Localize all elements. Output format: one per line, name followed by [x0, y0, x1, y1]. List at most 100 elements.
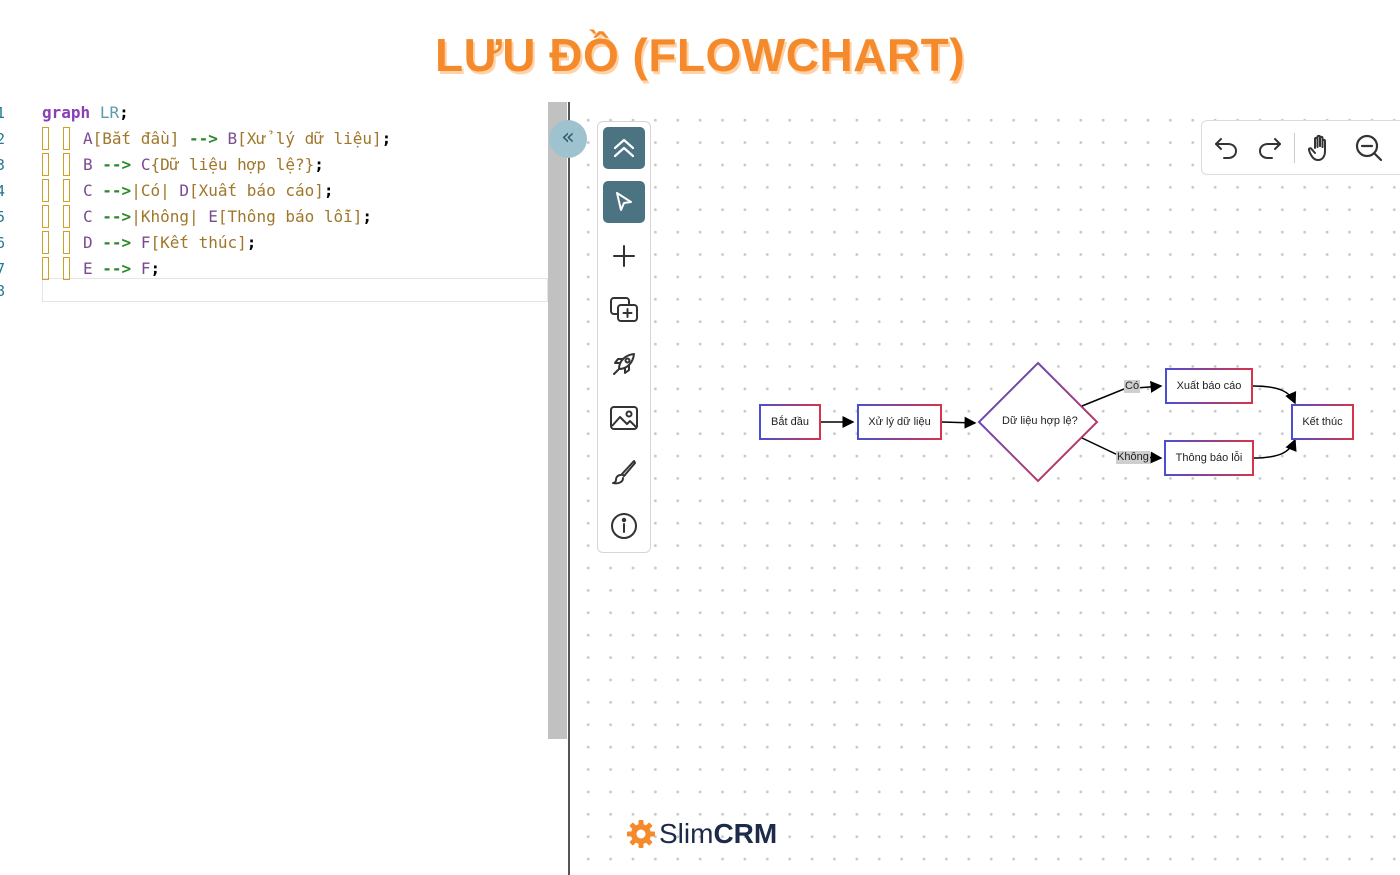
node-text: [Thông báo lỗi]	[217, 207, 363, 226]
semicolon: ;	[362, 207, 373, 226]
launch-button[interactable]	[603, 343, 645, 385]
arrow: -->	[102, 207, 132, 226]
node-text: [Kết thúc]	[150, 233, 247, 252]
add-node-button[interactable]	[603, 235, 645, 277]
arrow: -->	[102, 181, 132, 200]
indent-guide	[63, 257, 70, 280]
node-id: D	[83, 233, 93, 252]
edge-e-f	[1252, 438, 1297, 459]
edge-label: |Không|	[131, 207, 199, 226]
brush-icon	[612, 460, 636, 485]
arrow: -->	[102, 155, 132, 174]
code-line[interactable]: 2 A[Bắt đầu] --> B[Xử lý dữ liệu];	[0, 126, 548, 152]
vertical-toolbar	[597, 121, 651, 553]
line-number: 5	[0, 208, 6, 226]
semicolon: ;	[314, 155, 324, 174]
flow-node-report[interactable]: Xuất báo cáo	[1165, 368, 1253, 404]
select-tool-button[interactable]	[603, 181, 645, 223]
semicolon: ;	[150, 259, 161, 278]
line-number: 2	[0, 130, 6, 148]
code-line[interactable]: 7 E --> F;	[0, 256, 548, 282]
indent-guide	[42, 179, 49, 202]
pane-divider[interactable]	[568, 102, 570, 875]
pan-hand-button[interactable]	[1303, 130, 1339, 166]
node-text: [Xử lý dữ liệu]	[237, 129, 382, 148]
line-number: 7	[0, 260, 6, 278]
flow-node-error[interactable]: Thông báo lỗi	[1164, 440, 1254, 476]
diagram-canvas[interactable]	[570, 102, 1400, 875]
indent-guide	[63, 179, 70, 202]
insert-image-button[interactable]	[603, 397, 645, 439]
node-id: B	[227, 129, 238, 148]
zoom-out-icon	[1355, 134, 1383, 162]
arrow: -->	[102, 233, 132, 252]
node-id: F	[140, 259, 151, 278]
semicolon: ;	[246, 233, 257, 252]
edge-label-no: Không	[1116, 451, 1150, 464]
edge-d-f	[1252, 385, 1297, 405]
collapse-editor-button[interactable]: «	[549, 120, 587, 158]
node-text: [Bắt đầu]	[92, 129, 180, 148]
decision-node-shape[interactable]	[977, 361, 1099, 483]
indent-guide	[42, 205, 49, 228]
code-line[interactable]: 4 C -->|Có| D[Xuất báo cáo];	[0, 178, 548, 204]
zoom-out-button[interactable]	[1351, 130, 1387, 166]
edge-label: |Có|	[131, 181, 170, 200]
redo-button[interactable]	[1252, 130, 1288, 166]
logo-text-crm: CRM	[713, 818, 778, 849]
indent-guide	[42, 257, 49, 280]
redo-icon	[1259, 138, 1281, 159]
editor-scrollbar[interactable]	[548, 102, 567, 739]
add-frame-icon	[610, 297, 638, 322]
indent-guide	[42, 231, 49, 254]
indent-guide	[42, 153, 49, 176]
indent-guide	[63, 231, 70, 254]
code-line[interactable]: 8	[0, 278, 548, 304]
indent-guide	[63, 205, 70, 228]
node-id: E	[208, 207, 218, 226]
code-line[interactable]: 3 B --> C{Dữ liệu hợp lệ?};	[0, 152, 548, 178]
arrow: -->	[102, 259, 132, 278]
canvas-controls	[1201, 120, 1400, 175]
code-editor[interactable]: 1 graph LR; 2 A[Bắt đầu] --> B[Xử lý dữ …	[0, 100, 548, 310]
info-button[interactable]	[603, 505, 645, 547]
edge-label-yes: Có	[1124, 380, 1141, 393]
flow-node-start[interactable]: Bắt đầu	[759, 404, 821, 440]
indent-guide	[42, 127, 49, 150]
flow-node-process[interactable]: Xử lý dữ liệu	[857, 404, 942, 440]
info-icon	[611, 513, 637, 539]
node-id: E	[83, 259, 93, 278]
logo-text-slim: Slim	[659, 818, 714, 849]
node-id: A	[83, 129, 93, 148]
semicolon: ;	[119, 103, 129, 122]
code-line[interactable]: 6 D --> F[Kết thúc];	[0, 230, 548, 256]
line-number: 4	[0, 182, 6, 200]
node-text: [Xuất báo cáo]	[189, 181, 324, 200]
indent-guide	[63, 127, 70, 150]
node-id: D	[179, 181, 189, 200]
hand-icon	[1307, 134, 1326, 161]
select-pointer-icon	[616, 192, 632, 211]
undo-button[interactable]	[1208, 130, 1244, 166]
rocket-icon	[613, 353, 635, 375]
arrow: -->	[188, 129, 218, 148]
node-id: C	[140, 155, 151, 174]
collapse-toolbar-button[interactable]	[603, 127, 645, 169]
code-line[interactable]: 1 graph LR;	[0, 100, 548, 126]
code-line[interactable]: 5 C -->|Không| E[Thông báo lỗi];	[0, 204, 548, 230]
double-chevron-left-icon: «	[561, 125, 575, 150]
plus-icon	[613, 245, 635, 267]
keyword: graph	[42, 103, 91, 122]
line-number: 1	[0, 104, 6, 122]
node-text: {Dữ liệu hợp lệ?}	[150, 155, 315, 174]
indent-guide	[63, 153, 70, 176]
add-frame-button[interactable]	[603, 289, 645, 331]
edge-c-d	[1081, 380, 1163, 407]
node-id: C	[83, 207, 93, 226]
flow-node-decision-label: Dữ liệu hợp lệ?	[1002, 415, 1078, 427]
style-brush-button[interactable]	[603, 451, 645, 493]
collapse-up-icon	[613, 138, 635, 158]
flow-node-end[interactable]: Kết thúc	[1291, 404, 1354, 440]
edge-b-c	[941, 416, 977, 429]
